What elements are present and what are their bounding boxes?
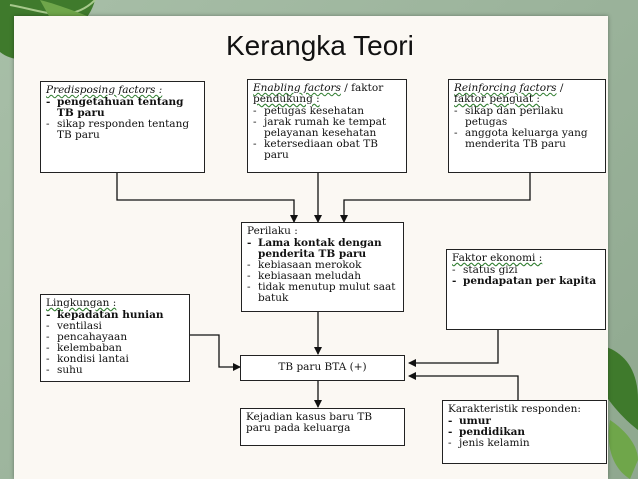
list-item: kepadatan hunian [46,310,184,322]
list-item: sikap dan perilaku petugas [454,106,600,128]
reinforcing-list: sikap dan perilaku petugasanggota keluar… [454,106,600,150]
predisposing-factors-box: Predisposing factors : pengetahuan tenta… [40,81,205,173]
perilaku-box: Perilaku : Lama kontak dengan penderita … [241,222,404,312]
karakteristik-heading: Karakteristik responden: [448,403,581,415]
list-item: ventilasi [46,321,184,333]
list-item: pendapatan per kapita [452,276,600,288]
list-item: kelembaban [46,343,184,355]
reinforcing-heading: Reinforcing factors [454,82,557,94]
list-item: kebiasaan merokok [247,260,398,272]
enabling-factors-box: Enabling factors / faktor pendukung : pe… [247,79,407,173]
list-item: jenis kelamin [448,438,601,450]
faktor-ekonomi-box: Faktor ekonomi : status gizipendapatan p… [446,249,606,330]
list-item: pencahayaan [46,332,184,344]
reinforcing-heading-rest: / [556,82,564,94]
list-item: suhu [46,365,184,377]
list-item: petugas kesehatan [253,106,401,118]
list-item: kondisi lantai [46,354,184,366]
enabling-heading-line2: pendukung : [253,93,320,105]
lingkungan-box: Lingkungan : kepadatan hunianventilasipe… [40,294,190,382]
kejadian-kasus-box: Kejadian kasus baru TB paru pada keluarg… [240,408,405,446]
karakteristik-responden-box: Karakteristik responden: umurpendidikanj… [442,400,607,464]
predisposing-heading: Predisposing factors : [46,84,163,96]
list-item: kebiasaan meludah [247,271,398,283]
perilaku-heading: Perilaku : [247,225,298,237]
tb-paru-box: TB paru BTA (+) [240,355,405,381]
enabling-list: petugas kesehatanjarak rumah ke tempat p… [253,106,401,161]
list-item: Lama kontak dengan penderita TB paru [247,238,398,260]
ekonomi-list: status gizipendapatan per kapita [452,265,600,288]
list-item: sikap responden tentang TB paru [46,119,199,141]
predisposing-list: pengetahuan tentang TB parusikap respond… [46,97,199,141]
list-item: tidak menutup mulut saat batuk [247,282,398,304]
reinforcing-heading-line2: faktor penguat : [454,93,540,105]
list-item: ketersediaan obat TB paru [253,139,401,161]
perilaku-list: Lama kontak dengan penderita TB parukebi… [247,238,398,304]
enabling-heading: Enabling factors [253,82,341,94]
list-item: anggota keluarga yang menderita TB paru [454,128,600,150]
list-item: status gizi [452,265,600,277]
reinforcing-factors-box: Reinforcing factors / faktor penguat : s… [448,79,606,173]
list-item: umur [448,416,601,428]
ekonomi-heading: Faktor ekonomi : [452,252,543,264]
kejadian-label: Kejadian kasus baru TB paru pada keluarg… [246,411,373,434]
page-title: Kerangka Teori [226,30,414,61]
tb-paru-label: TB paru BTA (+) [278,361,367,373]
enabling-heading-rest: / faktor [340,82,384,94]
list-item: jarak rumah ke tempat pelayanan kesehata… [253,117,401,139]
list-item: pendidikan [448,427,601,439]
karakteristik-list: umurpendidikanjenis kelamin [448,416,601,450]
list-item: pengetahuan tentang TB paru [46,97,199,119]
lingkungan-list: kepadatan hunianventilasipencahayaankele… [46,310,184,377]
lingkungan-heading: Lingkungan : [46,297,117,309]
